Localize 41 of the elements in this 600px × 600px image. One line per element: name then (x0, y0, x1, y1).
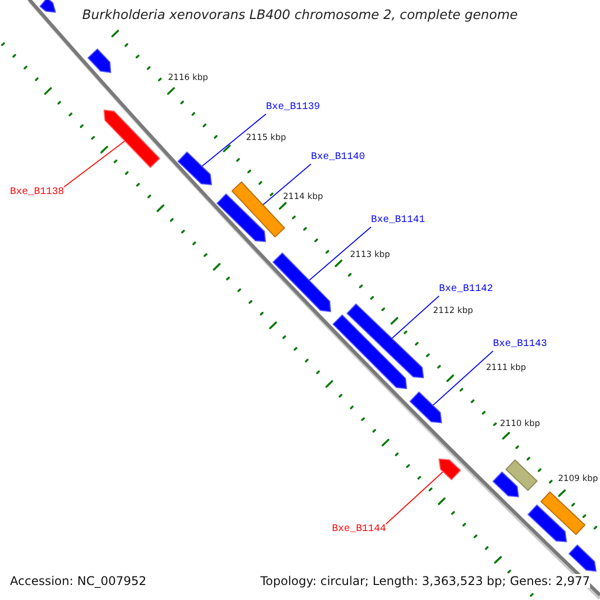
accession-text: Accession: NC_007952 (10, 574, 146, 588)
leader-line (262, 164, 312, 206)
tick-label: 2109 kbp (558, 474, 598, 484)
gene-feature (439, 459, 460, 480)
leader-line (64, 140, 126, 188)
gene-feature (40, 0, 56, 12)
gene-feature (528, 505, 566, 542)
leader-line (202, 114, 266, 167)
gene-feature (333, 315, 407, 389)
gene-label: Bxe_B1143 (493, 339, 548, 351)
gene-feature (178, 152, 212, 185)
tick-label: 2110 kbp (500, 419, 540, 429)
gene-label: Bxe_B1138 (10, 187, 64, 199)
gene-feature (568, 544, 596, 571)
gene-feature (346, 304, 423, 378)
gene-feature (88, 48, 111, 72)
gene-label: Bxe_B1141 (371, 215, 426, 227)
tick-label: 2111 kbp (486, 363, 526, 373)
gene-feature (273, 253, 331, 312)
tick-label: 2115 kbp (246, 133, 286, 143)
leader-line (308, 226, 372, 281)
tick-label: 2113 kbp (350, 250, 390, 260)
gene-feature (217, 194, 266, 242)
leader-line (391, 296, 440, 340)
leader-line (386, 471, 444, 524)
tick-label: 2112 kbp (433, 306, 474, 316)
gene-feature (232, 182, 285, 236)
gene-feature (492, 472, 518, 497)
gene-label: Bxe_B1139 (266, 102, 320, 114)
gene-feature (104, 110, 160, 168)
gene-label: Bxe_B1140 (311, 152, 366, 164)
genome-stats-text: Topology: circular; Length: 3,363,523 bp; Genes: 2,977 (260, 574, 590, 588)
title: Burkholderia xenovorans LB400 chromosome 2, complete genome (82, 8, 518, 23)
tick-label: 2114 kbp (283, 192, 324, 202)
tick-label: 2116 kbp (168, 73, 208, 83)
gene-feature (540, 492, 584, 535)
gene-feature (506, 460, 536, 491)
gene-feature (410, 392, 442, 423)
leader-line (432, 350, 494, 406)
gene-label: Bxe_B1144 (332, 524, 386, 536)
gene-label: Bxe_B1142 (439, 284, 494, 296)
